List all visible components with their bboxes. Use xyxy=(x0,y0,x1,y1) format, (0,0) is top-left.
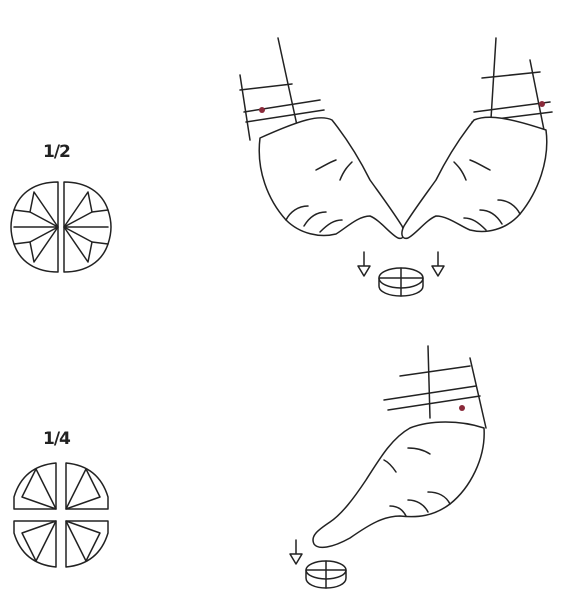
tablet-quarters-icon xyxy=(0,455,120,575)
step-label-half: 1/2 xyxy=(43,142,70,162)
step-label-quarter: 1/4 xyxy=(43,429,70,449)
tablet-icon xyxy=(379,268,423,296)
two-hands-illustration xyxy=(220,20,560,310)
down-arrow-icon xyxy=(358,252,370,276)
tablet-halves-icon xyxy=(0,170,120,290)
tablet-icon xyxy=(306,561,346,588)
left-hand-icon xyxy=(240,38,404,238)
down-arrow-icon xyxy=(290,540,302,564)
down-arrow-icon xyxy=(432,252,444,276)
one-hand-illustration xyxy=(280,338,500,598)
right-hand-icon xyxy=(402,38,552,238)
hand-icon xyxy=(313,346,486,547)
